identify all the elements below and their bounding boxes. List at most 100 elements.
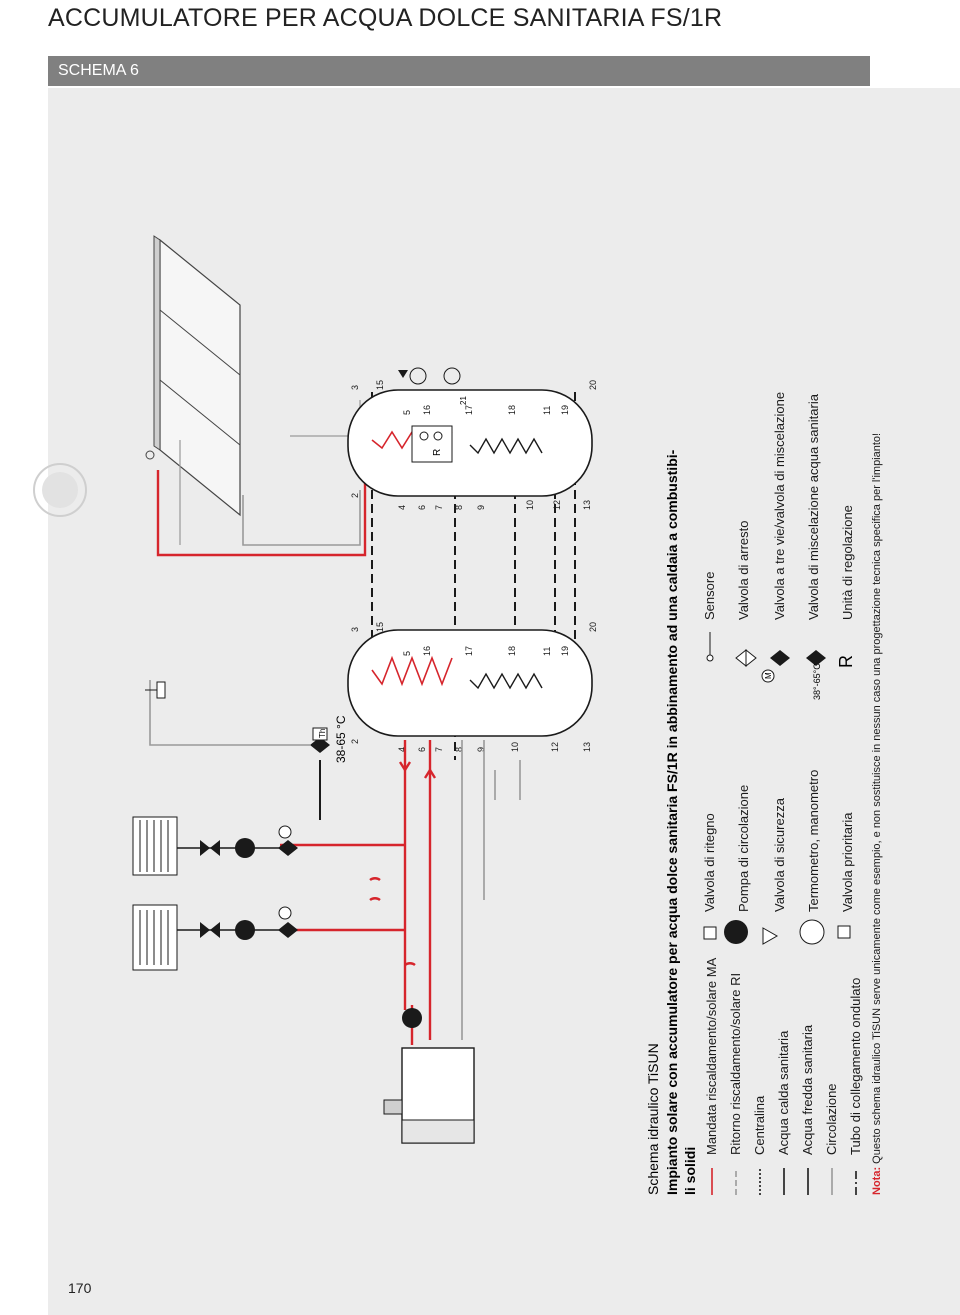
priority-valve-icon	[837, 925, 851, 939]
svg-text:Valvola di miscelazione acqua: Valvola di miscelazione acqua sanitaria	[806, 393, 821, 620]
svg-text:Valvola di arresto: Valvola di arresto	[736, 521, 751, 620]
safety-device	[145, 681, 166, 699]
svg-text:Valvola prioritaria: Valvola prioritaria	[840, 812, 855, 912]
svg-text:38-65 °C: 38-65 °C	[334, 715, 348, 763]
note-text: Questo schema idraulico TiSUN serve unic…	[871, 433, 883, 1167]
schema-bar: SCHEMA 6	[48, 56, 870, 86]
svg-text:13: 13	[582, 742, 592, 752]
svg-text:Circolazione: Circolazione	[824, 1083, 839, 1155]
svg-text:20: 20	[588, 622, 598, 632]
svg-text:17: 17	[464, 405, 474, 415]
heating-pipes	[149, 680, 521, 1045]
legend-lines-col: Mandata riscaldamento/solare MA Ritorno …	[704, 957, 863, 1155]
caption-line-3: li solidi	[682, 1147, 698, 1195]
svg-text:15: 15	[375, 380, 385, 390]
svg-text:16: 16	[422, 646, 432, 656]
svg-text:4: 4	[397, 505, 407, 510]
svg-text:M: M	[764, 672, 773, 679]
svg-text:Unità di regolazione: Unità di regolazione	[840, 505, 855, 620]
svg-text:Th: Th	[318, 729, 327, 738]
svg-text:Sensore: Sensore	[702, 572, 717, 620]
tank-left	[347, 629, 593, 737]
svg-text:38°-65°C: 38°-65°C	[812, 663, 822, 700]
svg-text:Valvola di ritegno: Valvola di ritegno	[702, 813, 717, 912]
svg-text:19: 19	[560, 646, 570, 656]
svg-text:18: 18	[507, 405, 517, 415]
svg-text:3: 3	[350, 385, 360, 390]
legend-symbols-a: Valvola di ritegno Pompa di circolazione…	[702, 770, 855, 912]
svg-text:4: 4	[397, 747, 407, 752]
svg-text:8: 8	[454, 505, 464, 510]
svg-text:2: 2	[350, 493, 360, 498]
sun-icon	[33, 463, 87, 517]
svg-text:12: 12	[550, 742, 560, 752]
svg-text:15: 15	[375, 622, 385, 632]
svg-text:Acqua fredda sanitaria: Acqua fredda sanitaria	[800, 1024, 815, 1155]
svg-text:5: 5	[402, 410, 412, 415]
svg-text:Pompa di circolazione: Pompa di circolazione	[736, 785, 751, 912]
svg-text:7: 7	[434, 505, 444, 510]
safety-valve-icon	[762, 927, 779, 945]
caption-line-1: Schema idraulico TiSUN	[645, 1043, 661, 1195]
note: Nota: Questo schema idraulico TiSUN serv…	[871, 433, 883, 1195]
tank-left-ports: 2 3 4 6 7 8 9 10 12 13 15 5 16 17 18 11 …	[350, 622, 598, 752]
floor-heating	[132, 904, 178, 971]
solar-collector	[153, 235, 241, 517]
svg-text:Acqua calda sanitaria: Acqua calda sanitaria	[776, 1030, 791, 1155]
svg-text:Valvola di sicurezza: Valvola di sicurezza	[772, 797, 787, 912]
page-title: ACCUMULATORE PER ACQUA DOLCE SANITARIA F…	[48, 4, 723, 32]
solid-fuel-boiler	[383, 1008, 475, 1144]
svg-text:21: 21	[459, 396, 468, 405]
legend-line-samples	[711, 1168, 857, 1195]
schema-label: SCHEMA 6	[58, 62, 139, 79]
svg-text:17: 17	[464, 646, 474, 656]
tank-right-ports: 2 3 4 6 7 8 9 10 12 13 15 5 16 17 18 11 …	[350, 380, 598, 510]
svg-text:12: 12	[552, 500, 562, 510]
tank-valves: 21	[398, 367, 468, 405]
svg-text:Mandata riscaldamento/solare M: Mandata riscaldamento/solare MA	[704, 957, 719, 1155]
regulation-unit-icon: R	[836, 655, 856, 668]
svg-text:Valvola a tre vie/valvola di m: Valvola a tre vie/valvola di miscelazion…	[772, 392, 787, 620]
svg-text:18: 18	[507, 646, 517, 656]
svg-text:Termometro, manometro: Termometro, manometro	[806, 770, 821, 912]
svg-text:8: 8	[454, 747, 464, 752]
svg-text:16: 16	[422, 405, 432, 415]
heating-circuit-lines	[177, 847, 280, 931]
svg-text:11: 11	[542, 406, 552, 415]
page-number: 170	[68, 1280, 92, 1296]
svg-text:9: 9	[476, 747, 486, 752]
legend-symbols-b: Sensore Valvola di arresto Valvola a tre…	[702, 392, 855, 620]
legend-symbols-b-icons: M 38°-65°C R	[706, 632, 856, 700]
caption-line-2: Impianto solare con accumulatore per acq…	[664, 449, 680, 1195]
thermometer-icon	[799, 919, 825, 945]
svg-text:19: 19	[560, 405, 570, 415]
svg-text:9: 9	[476, 505, 486, 510]
svg-text:Ritorno riscaldamento/solare R: Ritorno riscaldamento/solare RI	[728, 973, 743, 1155]
svg-text:7: 7	[434, 747, 444, 752]
mixing-valve-th: Th 38-65 °C	[310, 715, 348, 763]
svg-text:10: 10	[510, 742, 520, 752]
heating-circuit-valves	[200, 825, 298, 940]
svg-text:10: 10	[525, 500, 535, 510]
svg-text:5: 5	[402, 651, 412, 656]
svg-text:6: 6	[417, 505, 427, 510]
svg-text:Centralina: Centralina	[752, 1095, 767, 1155]
caption: Schema idraulico TiSUN Impianto solare c…	[645, 449, 698, 1195]
shutoff-valve-icon	[735, 648, 757, 668]
mix-valve-icon	[806, 650, 826, 666]
unit-r: R	[432, 449, 443, 456]
legend-symbols-a-icons	[703, 919, 851, 945]
check-valve-icon	[703, 926, 717, 940]
svg-text:13: 13	[582, 500, 592, 510]
pump-icon	[724, 920, 748, 944]
svg-text:2: 2	[350, 739, 360, 744]
svg-text:Tubo di collegamento ondulato: Tubo di collegamento ondulato	[848, 978, 863, 1155]
note-label: Nota:	[871, 1167, 883, 1195]
svg-text:11: 11	[542, 647, 552, 656]
three-way-valve-icon	[770, 650, 790, 666]
svg-text:Nota: Questo schema idraulico: Nota: Questo schema idraulico TiSUN serv…	[871, 433, 883, 1195]
tank-right: R	[347, 389, 593, 497]
svg-text:3: 3	[350, 627, 360, 632]
svg-text:20: 20	[588, 380, 598, 390]
